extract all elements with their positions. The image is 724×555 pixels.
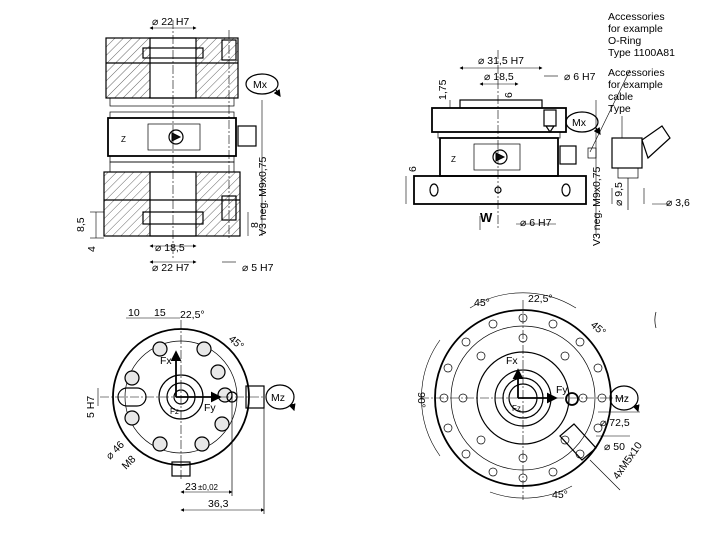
angle-90-left: 90° xyxy=(415,392,427,408)
dim-cable-3-6: ⌀ 3,6 xyxy=(666,197,690,209)
accessories-2-line-1: Accessories xyxy=(608,67,665,79)
dim-50: ⌀ 50 xyxy=(604,441,625,453)
accessories-2-line-3: cable xyxy=(608,91,633,103)
label-fz-2: Fz xyxy=(512,404,521,413)
dim-1-75: 1,75 xyxy=(437,79,449,100)
dim-cable-9-5: ⌀ 9,5 xyxy=(613,182,625,206)
label-fy-2: Fy xyxy=(556,384,568,396)
dim-18-5: ⌀ 18,5 xyxy=(155,242,185,254)
dim-31-5h7: ⌀ 31,5 H7 xyxy=(478,55,524,67)
accessories-2-line-4: Type xyxy=(608,103,631,115)
angle-22-5: 22,5° xyxy=(180,309,205,321)
dim-top-22h7: ⌀ 22 H7 xyxy=(152,16,189,28)
accessories-1-line-2: for example xyxy=(608,23,663,35)
moment-mx-label: Mx xyxy=(253,79,268,91)
top-view-1: Fx Fy Fz 10 15 22,5° 45° 5 H7 ⌀ 46 M8 23… xyxy=(85,307,296,514)
thread-m9: V3 neg. M9x0,75 xyxy=(257,156,269,236)
accessories-1-line-4: Type 1100A81 xyxy=(608,47,675,59)
dim-23-tol: ±0,02 xyxy=(198,483,219,492)
dim-72-5: ⌀ 72,5 xyxy=(600,417,630,429)
dim-6h7-bottom: ⌀ 6 H7 xyxy=(520,217,552,229)
dim-23: 23 xyxy=(185,481,197,493)
dim-5h7: ⌀ 5 H7 xyxy=(242,262,274,274)
accessories-1-line-3: O-Ring xyxy=(608,35,641,47)
angle-45-right: 45° xyxy=(588,319,608,338)
top-view-2: Fx Fy Fz 45° 22,5° 45° 90° 45° ⌀ 72,5 ⌀ … xyxy=(415,292,657,501)
dim-6-left: 6 xyxy=(407,166,419,172)
dim-10: 10 xyxy=(128,307,140,319)
dim-15: 15 xyxy=(154,307,166,319)
dim-36-3: 36,3 xyxy=(208,498,229,510)
axis-z-label: Z xyxy=(121,135,126,144)
dim-5h7-top: 5 H7 xyxy=(85,396,97,418)
moment-mz-label: Mz xyxy=(271,392,285,404)
label-w: W xyxy=(480,210,493,225)
dim-6-center: 6 xyxy=(503,92,515,98)
dim-4: 4 xyxy=(86,246,98,252)
side-view-with-base: Z ⌀ 31,5 H7 ⌀ 18,5 ⌀ 6 H7 1,75 6 6 ⌀ 6 H… xyxy=(405,11,690,246)
label-fx: Fx xyxy=(160,355,172,367)
label-fz: Fz xyxy=(170,407,179,416)
axis-z-label-2: Z xyxy=(451,155,456,164)
angle-45-top: 45° xyxy=(474,297,490,309)
moment-mx-label-2: Mx xyxy=(572,117,587,129)
dim-18-5-top: ⌀ 18,5 xyxy=(484,71,514,83)
thread-m9-2: V3 neg. M9x0,75 xyxy=(591,166,603,246)
accessories-1-line-1: Accessories xyxy=(608,11,665,23)
moment-mz-label-2: Mz xyxy=(615,393,629,405)
label-fx-2: Fx xyxy=(506,355,518,367)
dim-8: 8 xyxy=(249,222,261,228)
angle-45-bottom: 45° xyxy=(552,489,568,501)
label-fy: Fy xyxy=(204,402,216,414)
angle-22-5-top: 22,5° xyxy=(528,293,553,305)
dim-6h7-top: ⌀ 6 H7 xyxy=(564,71,596,83)
side-view-section: Z ⌀ 22 H7 ⌀ 18,5 ⌀ 22 H7 ⌀ 5 H7 8,5 4 8 … xyxy=(75,16,281,274)
dim-8-5: 8,5 xyxy=(75,217,87,232)
thread-m8: M8 xyxy=(120,453,139,472)
dim-bottom-22h7: ⌀ 22 H7 xyxy=(152,262,189,274)
accessories-2-line-2: for example xyxy=(608,79,663,91)
